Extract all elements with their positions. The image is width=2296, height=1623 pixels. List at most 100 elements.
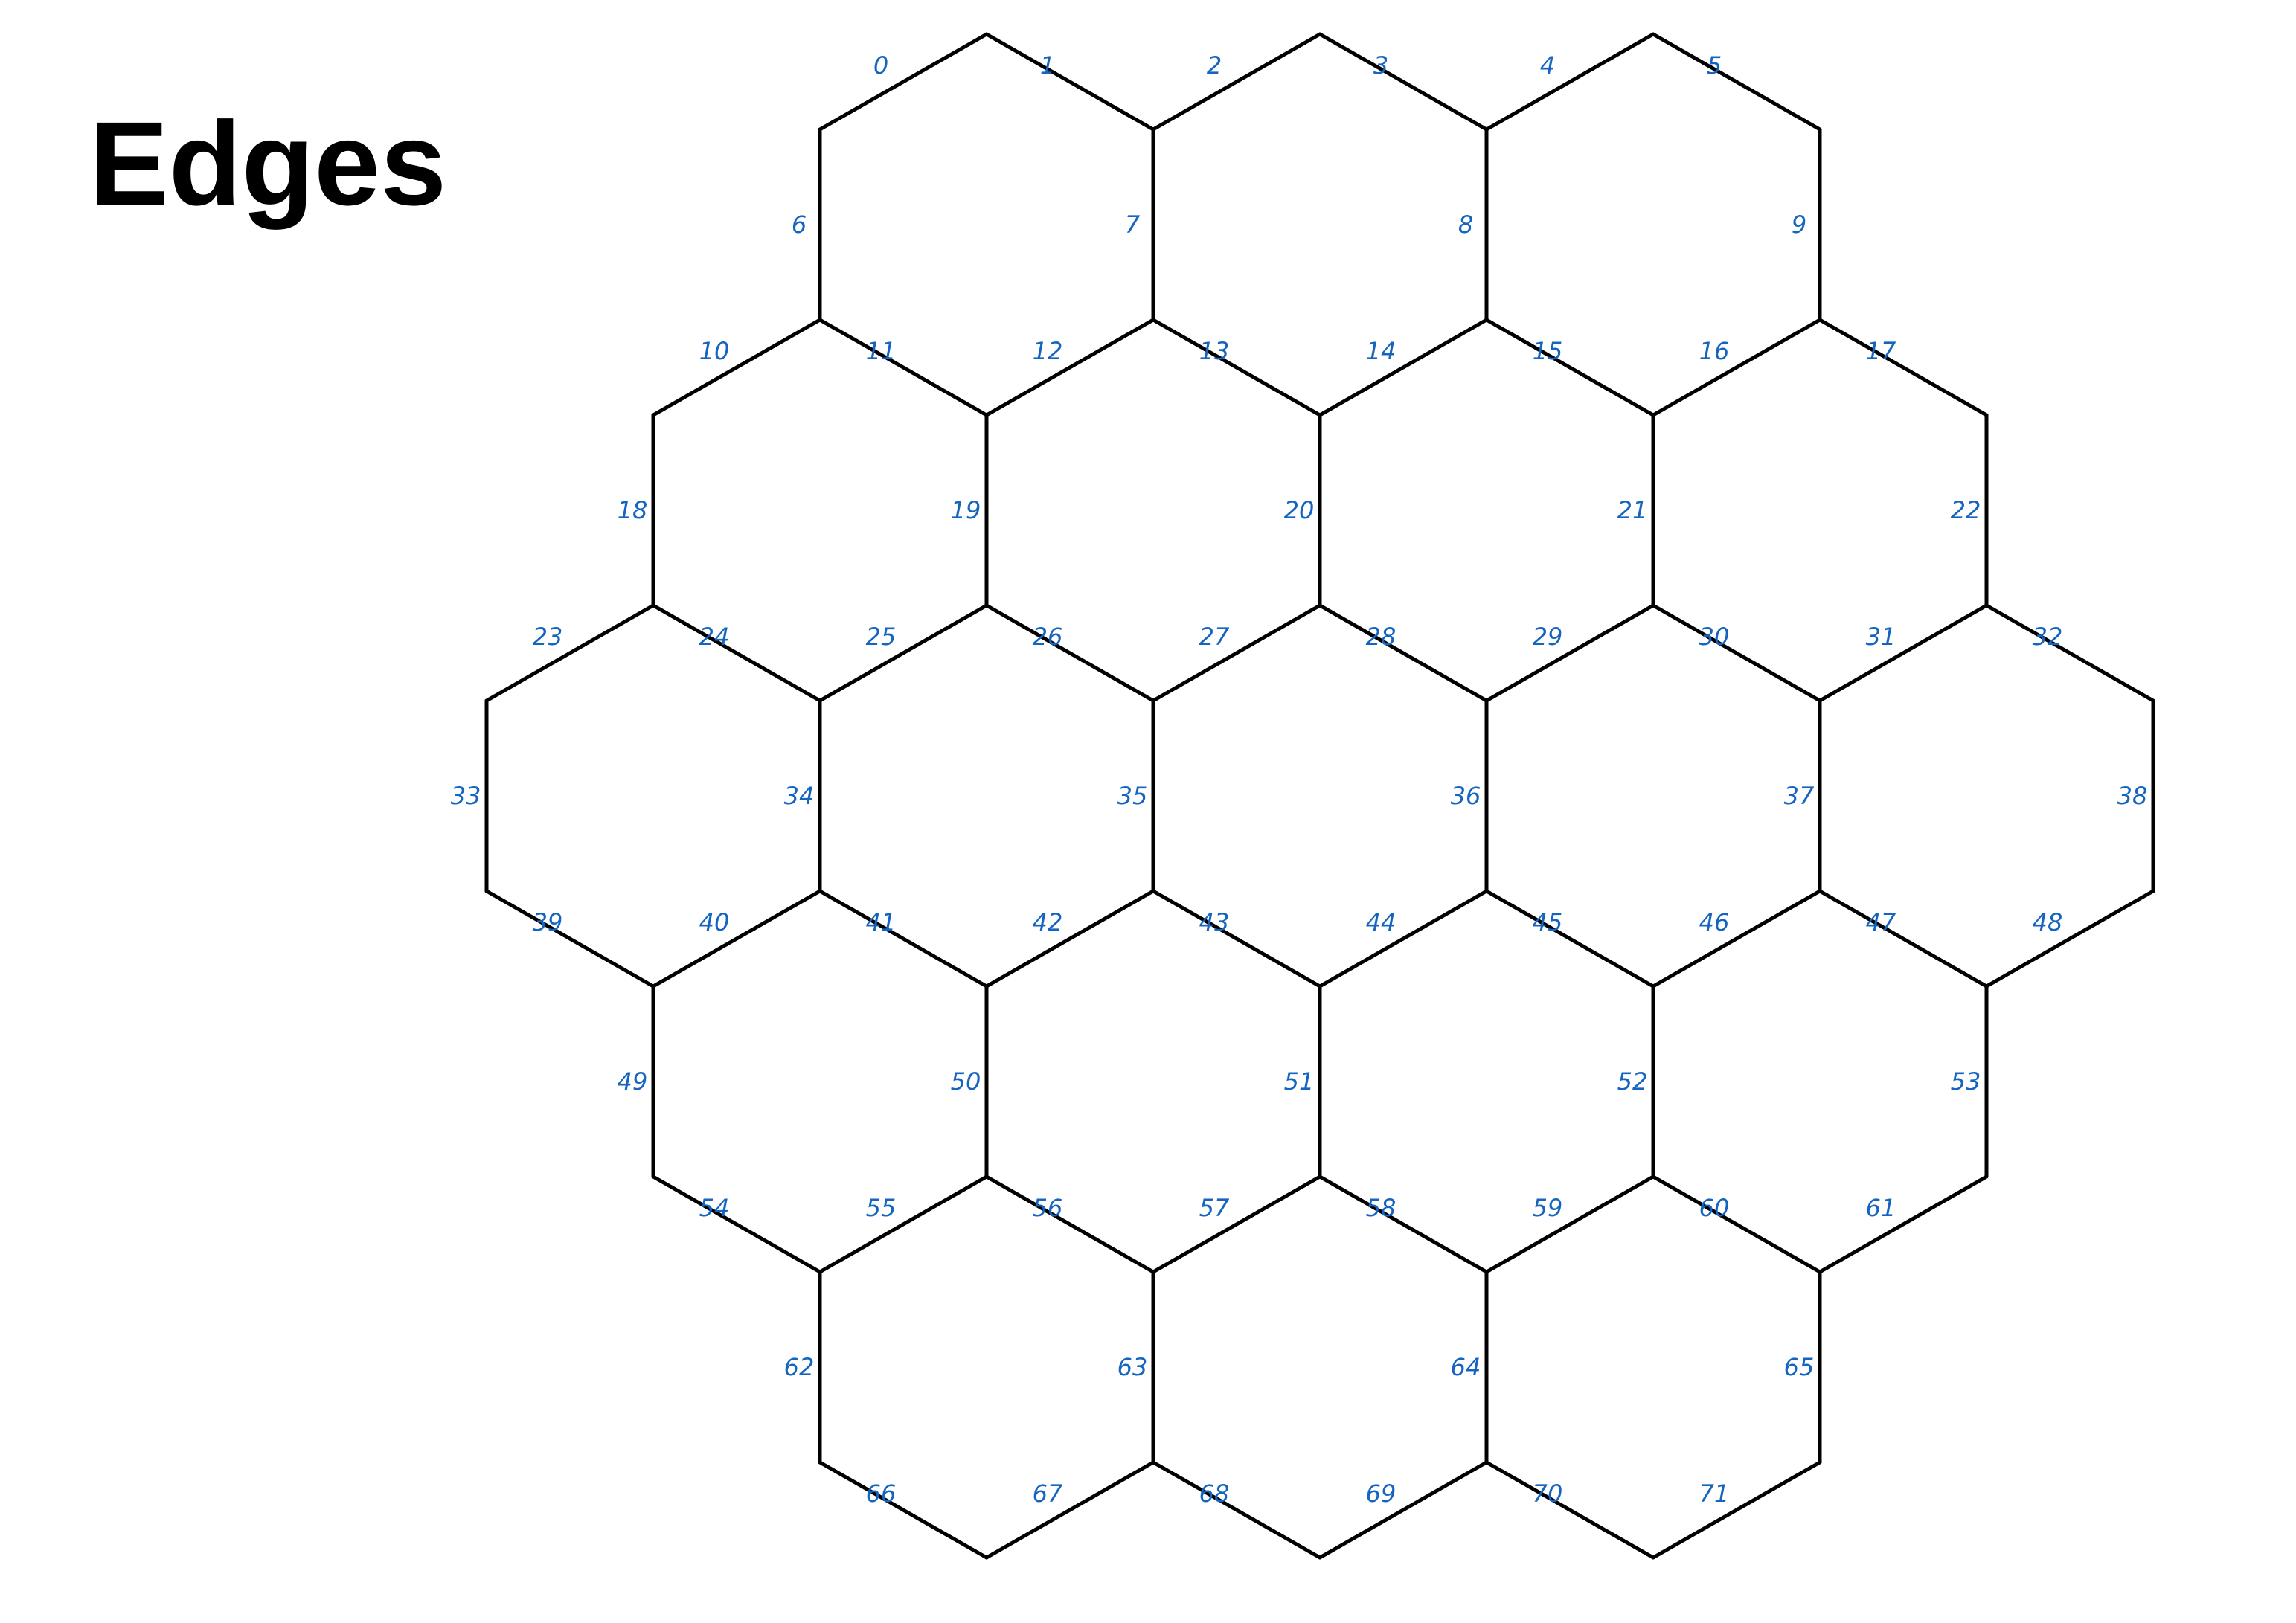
hex-edge-12 (984, 318, 1155, 417)
edge-label-37: 37 (1784, 782, 1815, 810)
edge-label-42: 42 (1033, 908, 1063, 936)
hex-edge-55 (818, 1174, 989, 1274)
edge-label-65: 65 (1784, 1353, 1815, 1381)
edge-label-16: 16 (1699, 337, 1730, 365)
edge-label-49: 49 (618, 1067, 648, 1096)
hex-edge-68 (1151, 1460, 1322, 1560)
hex-edge-29 (1484, 603, 1655, 703)
edge-label-24: 24 (699, 623, 730, 651)
edge-label-19: 19 (951, 496, 981, 524)
edge-label-14: 14 (1366, 337, 1396, 365)
hex-edge-70 (1484, 1460, 1655, 1560)
hex-edge-66 (818, 1460, 989, 1560)
edge-label-35: 35 (1117, 782, 1148, 810)
edge-label-48: 48 (2033, 908, 2063, 936)
edge-label-13: 13 (1199, 337, 1230, 365)
edge-label-39: 39 (533, 908, 563, 936)
edge-label-38: 38 (2117, 782, 2148, 810)
hex-edge-1 (984, 32, 1155, 132)
edge-label-33: 33 (451, 782, 481, 810)
edge-label-12: 12 (1033, 337, 1063, 365)
edge-label-62: 62 (784, 1353, 815, 1381)
hex-edge-40 (651, 889, 822, 989)
hex-edge-24 (651, 603, 822, 703)
edge-label-58: 58 (1366, 1194, 1396, 1222)
edge-label-61: 61 (1866, 1194, 1896, 1222)
hex-edge-13 (1151, 318, 1322, 417)
hex-edge-48 (1984, 889, 2155, 989)
hex-edge-31 (1818, 603, 1989, 703)
edge-label-68: 68 (1199, 1479, 1230, 1508)
hex-edge-54 (651, 1174, 822, 1274)
edge-label-3: 3 (1373, 51, 1388, 80)
hex-edge-61 (1818, 1174, 1989, 1274)
edge-label-41: 41 (866, 908, 897, 936)
edge-label-9: 9 (1792, 210, 1806, 239)
edge-label-63: 63 (1117, 1353, 1148, 1381)
edge-label-51: 51 (1284, 1067, 1315, 1096)
hex-edge-69 (1318, 1460, 1489, 1560)
page-title: Edges (89, 97, 447, 230)
edge-label-30: 30 (1699, 623, 1730, 651)
hex-edge-59 (1484, 1174, 1655, 1274)
edge-label-55: 55 (866, 1194, 897, 1222)
hex-edge-71 (1651, 1460, 1822, 1560)
edge-label-28: 28 (1366, 623, 1396, 651)
edge-label-56: 56 (1033, 1194, 1063, 1222)
edge-label-34: 34 (784, 782, 815, 810)
edge-label-21: 21 (1617, 496, 1648, 524)
hex-edge-43 (1151, 889, 1322, 989)
edge-label-0: 0 (873, 51, 888, 80)
edge-label-40: 40 (699, 908, 730, 936)
hex-edge-17 (1818, 318, 1989, 417)
edge-label-44: 44 (1366, 908, 1396, 936)
hex-edge-4 (1484, 32, 1655, 132)
edge-label-18: 18 (618, 496, 648, 524)
edge-label-1: 1 (1040, 51, 1055, 80)
edge-label-6: 6 (792, 210, 807, 239)
hex-edge-28 (1318, 603, 1489, 703)
hex-edge-14 (1318, 318, 1489, 417)
edge-label-20: 20 (1284, 496, 1315, 524)
edge-label-52: 52 (1617, 1067, 1648, 1096)
hex-edge-15 (1484, 318, 1655, 417)
hex-edge-16 (1651, 318, 1822, 417)
hex-edge-42 (984, 889, 1155, 989)
edge-label-71: 71 (1699, 1479, 1730, 1508)
edge-label-67: 67 (1033, 1479, 1063, 1508)
hex-edge-2 (1151, 32, 1322, 132)
hex-edge-25 (818, 603, 989, 703)
hex-edge-32 (1984, 603, 2155, 703)
hex-edge-57 (1151, 1174, 1322, 1274)
hex-edge-27 (1151, 603, 1322, 703)
edge-label-31: 31 (1866, 623, 1896, 651)
edge-label-5: 5 (1707, 51, 1722, 80)
edge-label-53: 53 (1951, 1067, 1981, 1096)
edge-label-50: 50 (951, 1067, 981, 1096)
edge-label-17: 17 (1866, 337, 1896, 365)
edge-label-54: 54 (699, 1194, 730, 1222)
edge-label-27: 27 (1199, 623, 1230, 651)
hex-edge-47 (1818, 889, 1989, 989)
edge-label-29: 29 (1533, 623, 1563, 651)
hex-edge-46 (1651, 889, 1822, 989)
edge-label-22: 22 (1951, 496, 1981, 524)
edge-label-57: 57 (1199, 1194, 1230, 1222)
edge-label-2: 2 (1207, 51, 1222, 80)
hex-edge-23 (484, 603, 655, 703)
edge-label-36: 36 (1451, 782, 1481, 810)
edge-label-15: 15 (1533, 337, 1563, 365)
hex-edge-56 (984, 1174, 1155, 1274)
hex-edge-10 (651, 318, 822, 417)
edge-label-23: 23 (533, 623, 563, 651)
hex-edge-41 (818, 889, 989, 989)
edge-label-70: 70 (1533, 1479, 1563, 1508)
edge-label-26: 26 (1033, 623, 1063, 651)
edge-label-59: 59 (1533, 1194, 1563, 1222)
hex-edge-3 (1318, 32, 1489, 132)
edge-label-47: 47 (1866, 908, 1896, 936)
hex-edge-5 (1651, 32, 1822, 132)
edge-label-25: 25 (866, 623, 897, 651)
hex-edge-45 (1484, 889, 1655, 989)
